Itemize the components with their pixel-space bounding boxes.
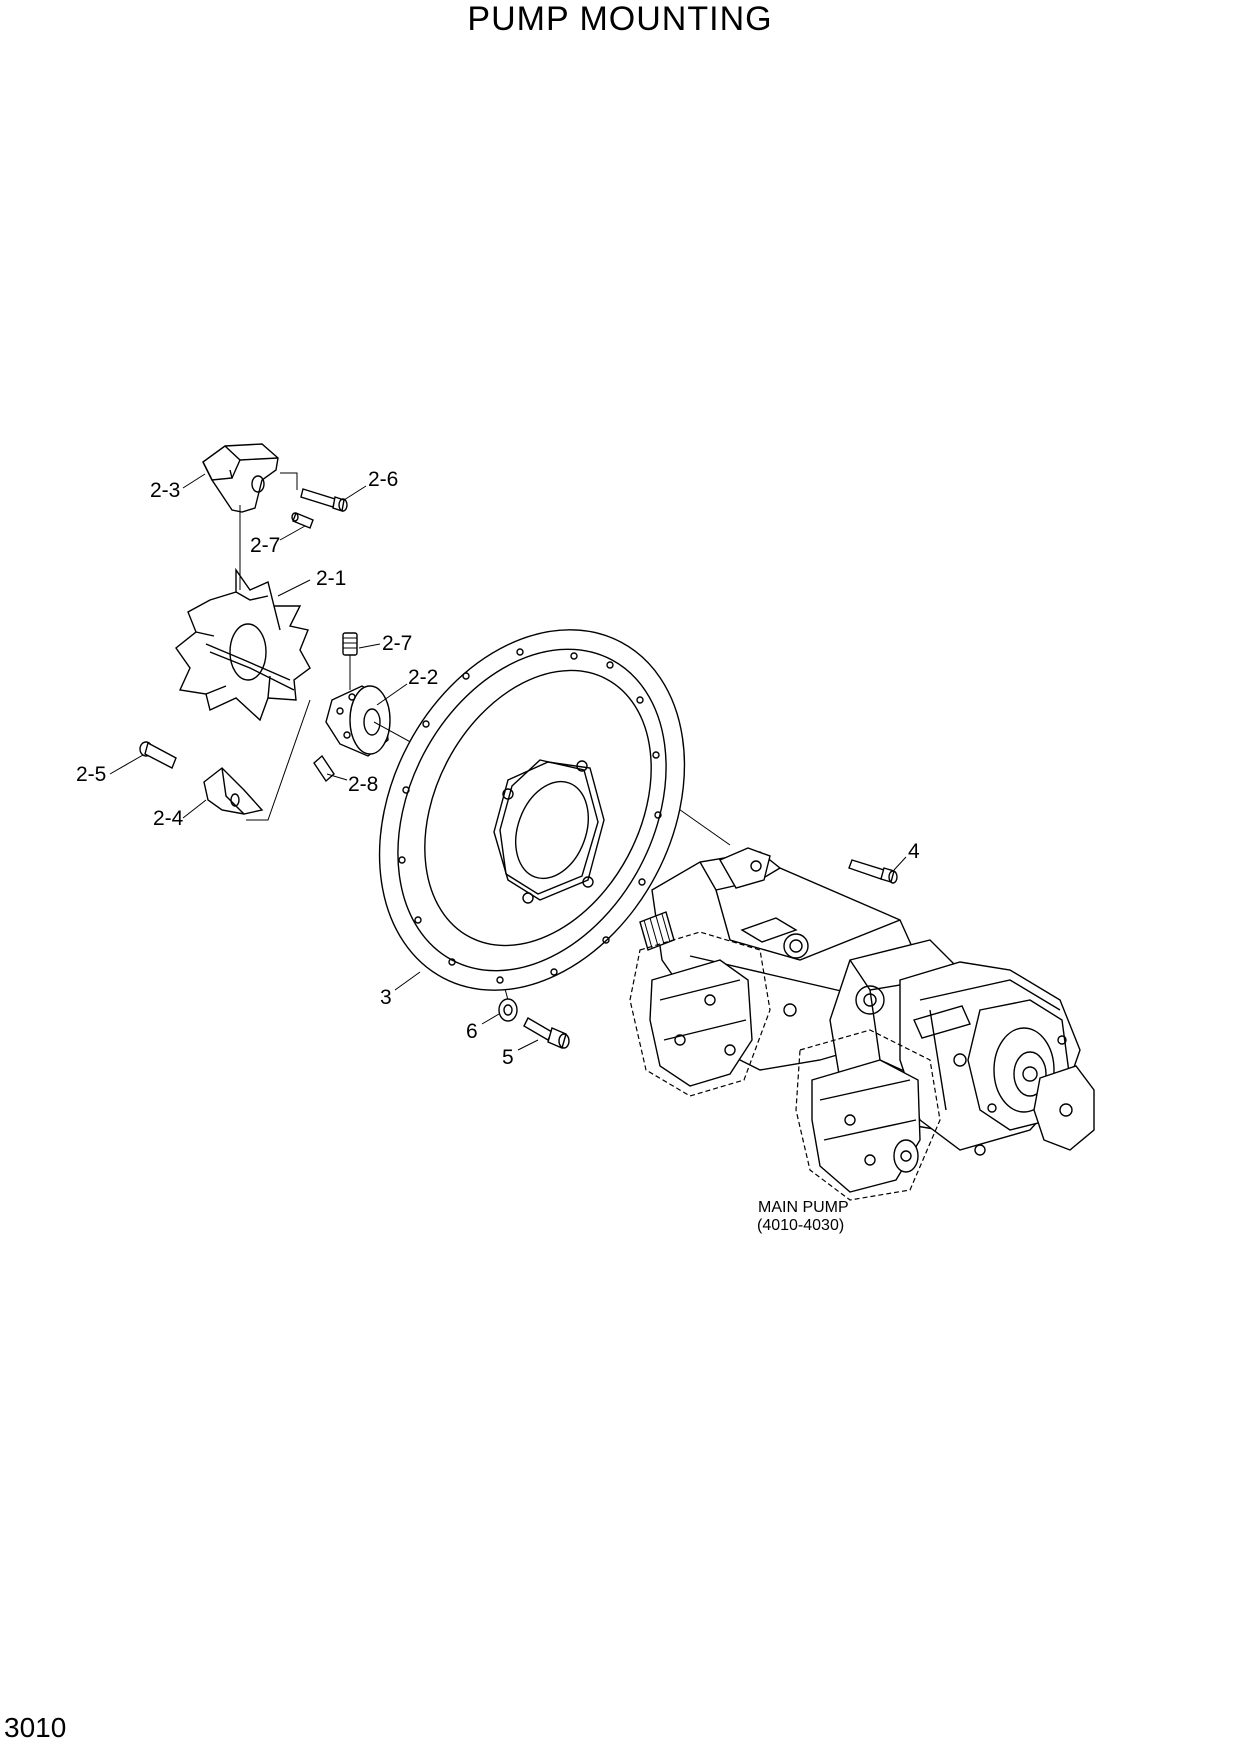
part-2-4-wedge xyxy=(203,767,264,815)
callout-2-7-lower: 2-7 xyxy=(382,632,412,655)
main-pump-assembly xyxy=(629,847,1095,1201)
page-title: PUMP MOUNTING xyxy=(467,0,773,38)
part-2-5-screw xyxy=(139,741,177,769)
callout-5: 5 xyxy=(502,1046,514,1069)
part-2-6-screw xyxy=(300,488,348,512)
callout-2-1: 2-1 xyxy=(316,567,346,590)
callout-4: 4 xyxy=(908,840,920,863)
part-2-8-pin xyxy=(313,754,335,783)
part-2-2-hub xyxy=(325,685,391,757)
callout-3: 3 xyxy=(380,986,392,1009)
part-2-3-clamp xyxy=(202,443,279,513)
callout-2-2: 2-2 xyxy=(408,666,438,689)
part-3-flange-housing xyxy=(378,629,686,991)
callout-2-3: 2-3 xyxy=(150,479,180,502)
part-6-washer xyxy=(498,998,518,1022)
callout-2-5: 2-5 xyxy=(76,763,106,786)
part-2-7-pin-upper xyxy=(291,512,314,529)
callout-2-7-upper: 2-7 xyxy=(250,534,280,557)
main-pump-range: (4010-4030) xyxy=(757,1217,844,1234)
callout-labels: 2-3 2-6 2-7 2-1 2-7 2-2 2-5 2-8 2-4 3 4 … xyxy=(76,468,920,1234)
callout-2-6: 2-6 xyxy=(368,468,398,491)
callout-2-4: 2-4 xyxy=(153,807,184,830)
part-5-bolt xyxy=(523,1017,570,1049)
page-number: 3010 xyxy=(4,1712,67,1743)
part-2-7-set-screw xyxy=(342,632,358,690)
callout-2-8: 2-8 xyxy=(348,773,378,796)
main-pump-label: MAIN PUMP xyxy=(758,1199,849,1216)
part-2-1-coupling-element xyxy=(175,567,311,722)
part-4-bolt xyxy=(848,859,898,884)
callout-6: 6 xyxy=(466,1020,478,1043)
leader-lines xyxy=(109,473,907,1051)
